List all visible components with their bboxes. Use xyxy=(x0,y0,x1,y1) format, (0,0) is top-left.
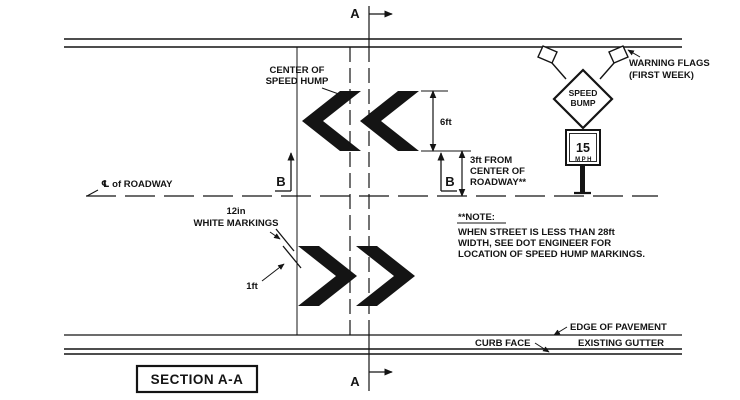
bottom-edge-callouts: CURB FACE EDGE OF PAVEMENT EXISTING GUTT… xyxy=(475,322,667,353)
center-hump-leader-arrow xyxy=(321,87,348,98)
existing-gutter-label: EXISTING GUTTER xyxy=(578,338,664,349)
marking-width-tick-2 xyxy=(282,245,302,269)
warning-flag-right xyxy=(608,45,629,64)
dim-3ft-label-2: CENTER OF xyxy=(470,166,525,177)
diamond-sign-text-2: BUMP xyxy=(570,98,595,108)
section-title: SECTION A-A xyxy=(135,364,259,394)
centerline-label: ℄ of ROADWAY xyxy=(101,179,173,190)
warning-flags-label-2: (FIRST WEEK) xyxy=(629,70,694,81)
marking-name-label: WHITE MARKINGS xyxy=(194,218,279,229)
center-hump-label-1: CENTER OF xyxy=(270,65,325,76)
chevron-markings xyxy=(298,91,419,306)
center-hump-label-2: SPEED HUMP xyxy=(266,76,329,87)
section-a-markers: A A xyxy=(350,6,393,389)
dim-6ft-label: 6ft xyxy=(440,117,452,128)
section-title-text: SECTION A-A xyxy=(151,372,244,387)
mph-sign-unit: MPH xyxy=(575,157,593,163)
cut-a-top-label: A xyxy=(350,6,360,21)
note-heading: **NOTE: xyxy=(458,212,495,223)
cut-b-left-label: B xyxy=(276,174,285,189)
dim-3ft-label-3: ROADWAY** xyxy=(470,177,526,188)
center-hump-callout: CENTER OF SPEED HUMP xyxy=(266,65,348,98)
note-line-3: LOCATION OF SPEED HUMP MARKINGS. xyxy=(458,249,645,260)
lower-chevron-2 xyxy=(356,246,415,306)
construction-lines xyxy=(296,6,370,391)
marking-leader-arrow xyxy=(269,231,281,240)
flag-pole-left xyxy=(551,62,567,80)
gap-dimension-label: 1ft xyxy=(246,281,258,292)
marking-size-label: 12in xyxy=(226,206,245,217)
white-marking-callout: 12in WHITE MARKINGS 1ft xyxy=(194,206,302,292)
centerline-leader xyxy=(86,189,99,197)
sign-post xyxy=(580,163,585,193)
diamond-sign xyxy=(552,68,614,130)
speed-bump-sign: SPEED BUMP 15 MPH xyxy=(537,45,629,195)
dimension-3ft: 3ft FROM CENTER OF ROADWAY** xyxy=(458,150,526,197)
cut-a-bottom-label: A xyxy=(350,374,360,389)
note-block: **NOTE: WHEN STREET IS LESS THAN 28ft WI… xyxy=(457,212,645,260)
edge-of-pavement-label: EDGE OF PAVEMENT xyxy=(570,322,667,333)
curb-face-leader-arrow xyxy=(534,342,550,353)
section-b-markers: B B xyxy=(275,152,457,192)
mph-sign-value: 15 xyxy=(576,141,590,155)
note-line-1: WHEN STREET IS LESS THAN 28ft xyxy=(458,227,616,238)
note-line-2: WIDTH, SEE DOT ENGINEER FOR xyxy=(458,238,611,249)
warning-flags-callout: WARNING FLAGS (FIRST WEEK) xyxy=(627,49,710,81)
section-title-box xyxy=(135,364,259,394)
warning-flag-left xyxy=(537,45,558,64)
flag-pole-right xyxy=(599,62,615,80)
roadway-edges xyxy=(64,38,682,355)
diamond-sign-text-1: SPEED xyxy=(569,88,598,98)
warning-flags-label-1: WARNING FLAGS xyxy=(629,58,710,69)
lower-chevron-1 xyxy=(298,246,357,306)
dimension-6ft: 6ft xyxy=(421,90,471,152)
centerline-callout: ℄ of ROADWAY xyxy=(86,179,173,197)
mph-sign-plate xyxy=(565,129,601,166)
warning-flags-leader-arrow xyxy=(627,49,641,58)
dim-3ft-label-1: 3ft FROM xyxy=(470,155,512,166)
upper-chevron-2 xyxy=(360,91,419,151)
cut-b-right-label: B xyxy=(445,174,454,189)
mph-sign-border xyxy=(569,133,597,162)
gap-leader-arrow xyxy=(261,263,285,282)
edge-of-pavement-leader-arrow xyxy=(553,326,568,336)
marking-width-tick-1 xyxy=(275,228,295,252)
upper-chevron-1 xyxy=(302,91,361,151)
curb-face-label: CURB FACE xyxy=(475,338,530,349)
